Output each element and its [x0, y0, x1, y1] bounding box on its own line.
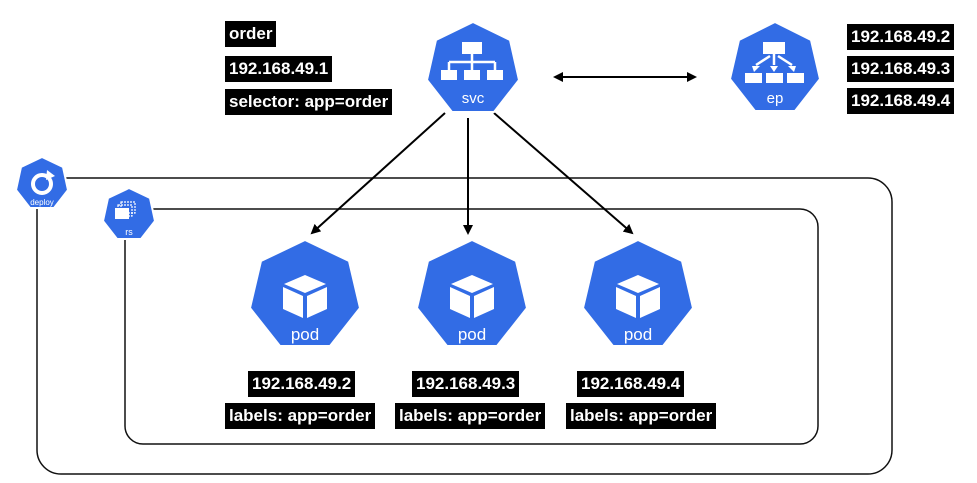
ep-icon-label: ep: [767, 90, 784, 107]
svc-icon: svc: [425, 20, 521, 113]
pod-icon-1: pod: [248, 238, 362, 347]
pod-icon-2: pod: [415, 238, 529, 347]
rs-icon-label: rs: [125, 227, 133, 237]
deployment-boundary: [36, 177, 893, 475]
endpoint-address-1: 192.168.49.2: [847, 24, 955, 50]
pod-icon-3: pod: [581, 238, 695, 347]
replicaset-boundary: [124, 208, 819, 445]
pod-ip-label-1: 192.168.49.2: [248, 371, 356, 397]
pod-labels-2: labels: app=order: [395, 403, 546, 429]
service-ip-label: 192.168.49.1: [225, 56, 333, 82]
ep-icon: ep: [728, 20, 822, 112]
pod-ip-label-3: 192.168.49.4: [577, 371, 685, 397]
deploy-icon-label: deploy: [30, 198, 54, 207]
service-selector-label: selector: app=order: [225, 89, 393, 115]
service-name-label: order: [225, 21, 277, 47]
svc-icon-label: svc: [462, 90, 485, 107]
pod-labels-1: labels: app=order: [225, 403, 376, 429]
deploy-icon: deploy: [14, 155, 70, 209]
svc-to-pod-arrow-1: [310, 112, 446, 235]
rs-icon: rs: [101, 186, 157, 240]
endpoint-address-2: 192.168.49.3: [847, 56, 955, 82]
pod-icon-label-3: pod: [624, 325, 652, 344]
pod-labels-3: labels: app=order: [566, 403, 717, 429]
pod-ip-label-2: 192.168.49.3: [412, 371, 520, 397]
pod-icon-label-1: pod: [291, 325, 319, 344]
svc-to-pod-arrow-3: [493, 112, 634, 235]
endpoint-address-3: 192.168.49.4: [847, 88, 955, 114]
pod-icon-label-2: pod: [458, 325, 486, 344]
